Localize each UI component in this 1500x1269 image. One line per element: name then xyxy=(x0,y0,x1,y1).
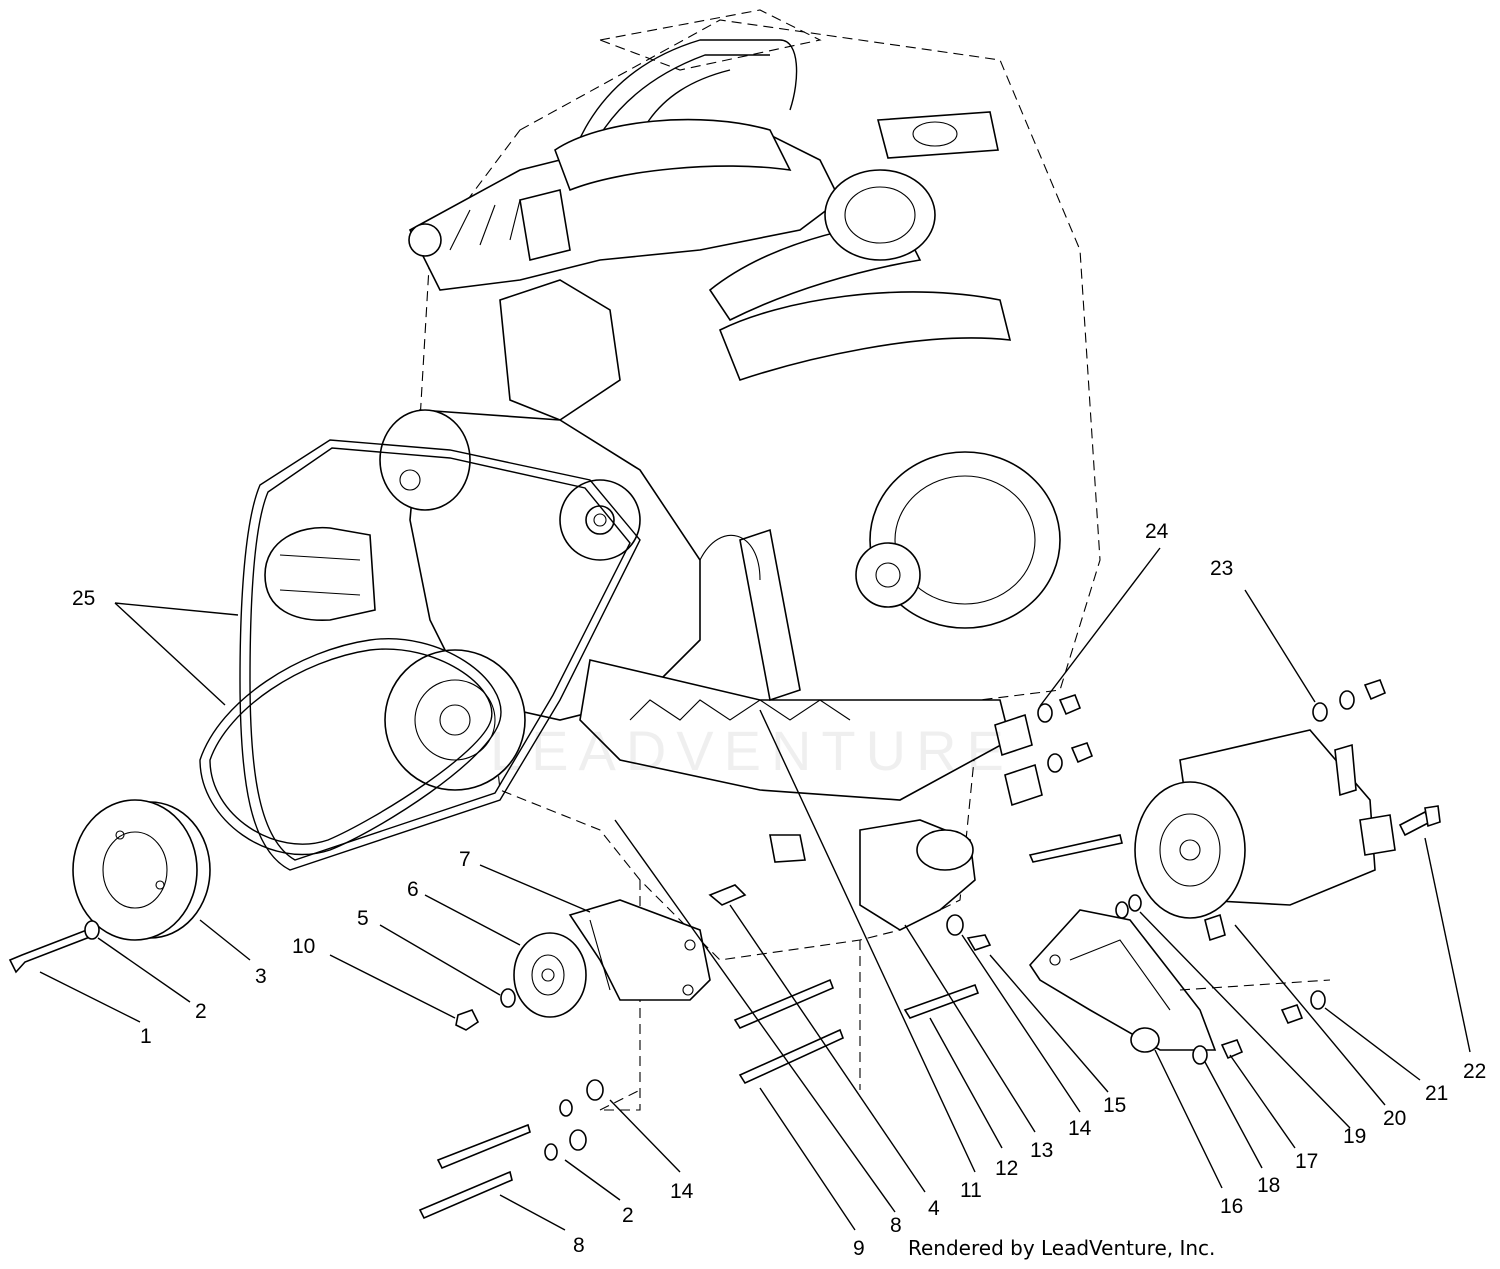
callout-24: 24 xyxy=(1145,520,1169,543)
callout-22: 22 xyxy=(1463,1060,1486,1083)
ac-compressor xyxy=(994,678,1441,1024)
callout-14: 14 xyxy=(1068,1117,1092,1140)
callout-15: 15 xyxy=(1103,1094,1126,1117)
callout-7: 7 xyxy=(459,848,471,871)
callout-11: 11 xyxy=(960,1179,982,1202)
callout-10: 10 xyxy=(292,935,315,958)
callout-18: 18 xyxy=(1257,1174,1280,1197)
engine-assembly xyxy=(264,9,1101,1111)
callout-3: 3 xyxy=(255,965,267,988)
crank-pulley xyxy=(8,799,211,974)
callout-23: 23 xyxy=(1210,557,1233,580)
compressor-bracket xyxy=(1028,909,1331,1065)
callout-14: 14 xyxy=(670,1180,694,1203)
callout-21: 21 xyxy=(1425,1082,1448,1105)
callout-25: 25 xyxy=(72,587,95,610)
callout-19: 19 xyxy=(1343,1125,1366,1148)
callout-5: 5 xyxy=(357,907,369,930)
belts xyxy=(199,439,641,871)
callout-2: 2 xyxy=(622,1204,634,1227)
callout-16: 16 xyxy=(1220,1195,1243,1218)
callout-6: 6 xyxy=(407,878,419,901)
callout-4: 4 xyxy=(928,1197,940,1220)
ac-bracket xyxy=(708,819,992,1085)
lower-bolts xyxy=(418,1079,641,1220)
callout-8: 8 xyxy=(890,1214,902,1237)
leader-lines xyxy=(39,547,1471,1231)
callout-8: 8 xyxy=(573,1234,585,1257)
callouts: 25 1 2 3 10 5 6 7 14 2 8 9 8 4 11 12 13 … xyxy=(72,520,1486,1260)
callout-9: 9 xyxy=(853,1237,865,1260)
watermark: LEADVENTURE xyxy=(490,719,1014,782)
callout-13: 13 xyxy=(1030,1139,1053,1162)
callout-17: 17 xyxy=(1295,1150,1318,1173)
idler-assembly xyxy=(455,899,711,1031)
callout-1: 1 xyxy=(140,1025,152,1048)
render-credit: Rendered by LeadVenture, Inc. xyxy=(908,1236,1215,1260)
callout-12: 12 xyxy=(995,1157,1018,1180)
callout-2: 2 xyxy=(195,1000,207,1023)
callout-20: 20 xyxy=(1383,1107,1406,1130)
